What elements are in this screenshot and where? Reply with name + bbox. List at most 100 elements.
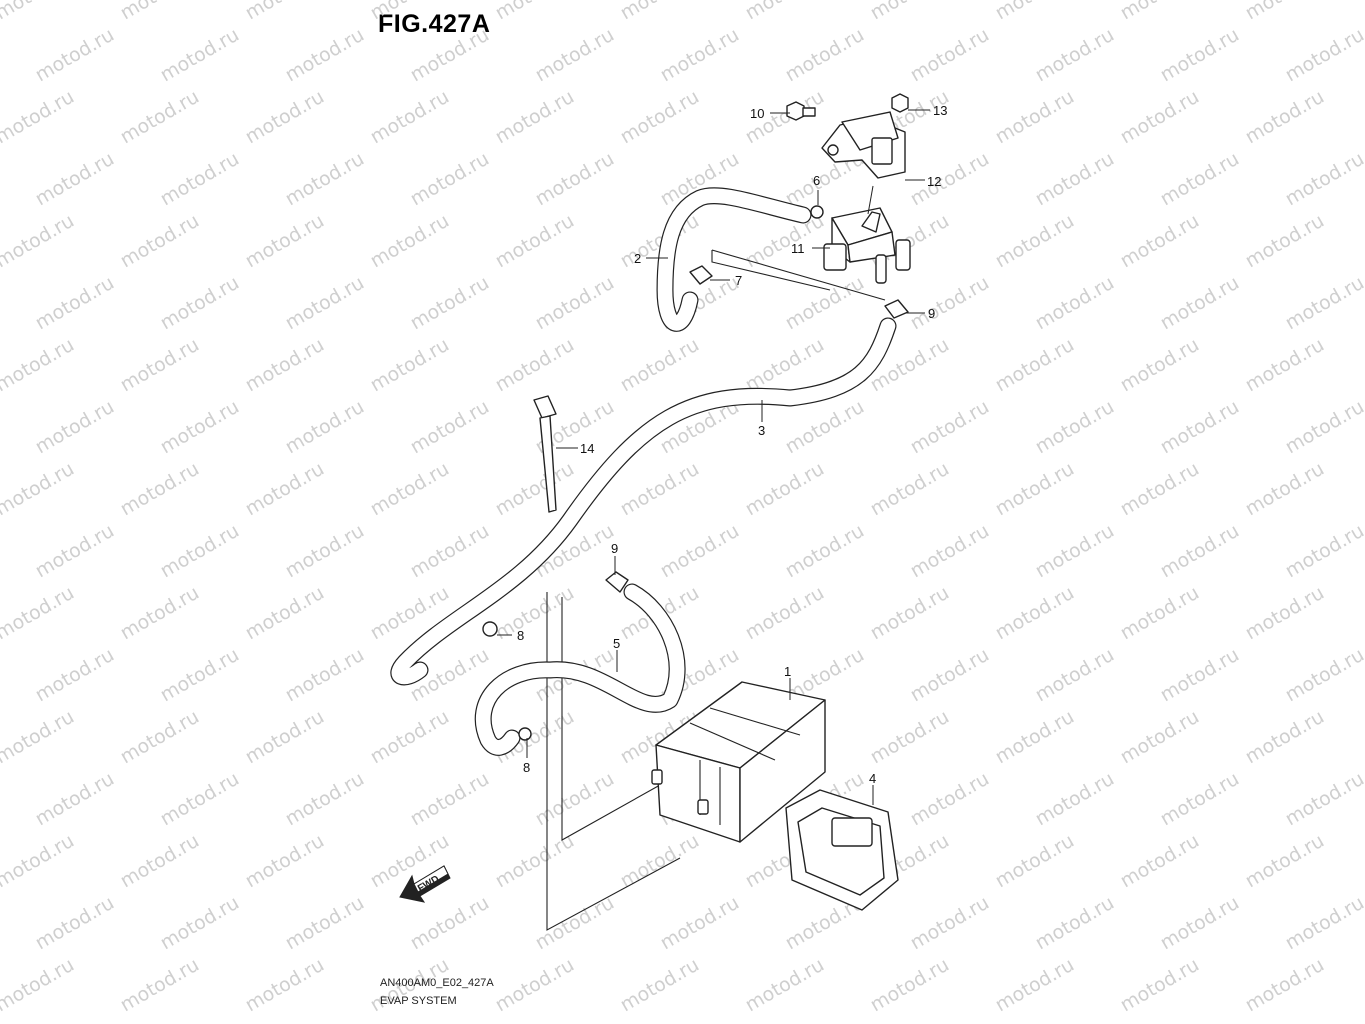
watermark-text: motod.ru	[992, 706, 1078, 769]
watermark-text: motod.ru	[1157, 892, 1243, 955]
watermark-text: motod.ru	[367, 0, 453, 24]
watermark-text: motod.ru	[1242, 830, 1328, 893]
watermark-text: motod.ru	[1117, 210, 1203, 273]
watermark-text: motod.ru	[742, 458, 828, 521]
watermark-text: motod.ru	[617, 830, 703, 893]
watermark-text: motod.ru	[492, 0, 578, 24]
watermark-text: motod.ru	[867, 582, 953, 645]
watermark-text: motod.ru	[0, 210, 78, 273]
leader-lines	[497, 109, 930, 805]
watermark-text: motod.ru	[367, 86, 453, 149]
watermark-text: motod.ru	[282, 892, 368, 955]
watermark-text: motod.ru	[32, 272, 118, 335]
callout-9-left: 9	[611, 541, 618, 556]
watermark-text: motod.ru	[1282, 892, 1365, 955]
watermark-text: motod.ru	[907, 892, 993, 955]
watermark-text: motod.ru	[242, 458, 328, 521]
watermark-text: motod.ru	[532, 272, 618, 335]
watermark-text: motod.ru	[157, 272, 243, 335]
watermark-text: motod.ru	[992, 0, 1078, 24]
watermark-text: motod.ru	[117, 86, 203, 149]
watermark-text: motod.ru	[1242, 954, 1328, 1017]
watermark-text: motod.ru	[1157, 768, 1243, 831]
watermark-text: motod.ru	[1242, 458, 1328, 521]
watermark-text: motod.ru	[1242, 334, 1328, 397]
watermark-text: motod.ru	[1032, 892, 1118, 955]
figure-title: FIG.427A	[378, 10, 491, 38]
fwd-label: FWD	[416, 874, 441, 895]
watermark-text: motod.ru	[867, 954, 953, 1017]
watermark-text: motod.ru	[492, 334, 578, 397]
watermark-text: motod.ru	[117, 210, 203, 273]
watermark-text: motod.ru	[1282, 148, 1365, 211]
watermark-text: motod.ru	[407, 520, 493, 583]
watermark-text: motod.ru	[1242, 582, 1328, 645]
watermark-text: motod.ru	[657, 24, 743, 87]
watermark-text: motod.ru	[282, 272, 368, 335]
callout-6: 6	[813, 173, 820, 188]
watermark-text: motod.ru	[1117, 334, 1203, 397]
canister-cover	[785, 789, 899, 911]
watermark-text: motod.ru	[242, 0, 328, 24]
watermark-text: motod.ru	[367, 210, 453, 273]
watermark-text: motod.ru	[1117, 86, 1203, 149]
watermark-text: motod.ru	[0, 830, 78, 893]
evap-canister	[651, 681, 826, 843]
watermark-text: motod.ru	[492, 210, 578, 273]
watermark-text: motod.ru	[367, 458, 453, 521]
callout-3: 3	[758, 423, 765, 438]
watermark-text: motod.ru	[242, 954, 328, 1017]
watermark-text: motod.ru	[657, 892, 743, 955]
watermark-text: motod.ru	[1032, 644, 1118, 707]
watermark-text: motod.ru	[532, 768, 618, 831]
watermark-text: motod.ru	[117, 830, 203, 893]
watermark-text: motod.ru	[282, 520, 368, 583]
watermark-text: motod.ru	[992, 954, 1078, 1017]
watermark-text: motod.ru	[1117, 954, 1203, 1017]
watermark-text: motod.ru	[1242, 86, 1328, 149]
callout-14: 14	[580, 441, 594, 456]
watermark-text: motod.ru	[0, 334, 78, 397]
watermark-text: motod.ru	[1157, 644, 1243, 707]
watermark-text: motod.ru	[1117, 458, 1203, 521]
watermark-text: motod.ru	[32, 768, 118, 831]
hose-3	[390, 317, 897, 686]
watermark-text: motod.ru	[1282, 644, 1365, 707]
callout-13: 13	[933, 103, 947, 118]
watermark-text: motod.ru	[32, 148, 118, 211]
watermark-text: motod.ru	[1282, 24, 1365, 87]
watermark-text: motod.ru	[867, 458, 953, 521]
watermark-text: motod.ru	[907, 148, 993, 211]
watermark-text: motod.ru	[117, 334, 203, 397]
figure-code: AN400AM0_E02_427A	[380, 977, 494, 989]
watermark-text: motod.ru	[1282, 396, 1365, 459]
watermark-text: motod.ru	[1117, 582, 1203, 645]
watermark-text: motod.ru	[492, 830, 578, 893]
watermark-text: motod.ru	[1282, 272, 1365, 335]
watermark-text: motod.ru	[1242, 0, 1328, 24]
watermark-text: motod.ru	[657, 520, 743, 583]
watermark-text: motod.ru	[867, 0, 953, 24]
watermark-text: motod.ru	[367, 334, 453, 397]
watermark-text: motod.ru	[117, 0, 203, 24]
callout-10: 10	[750, 106, 764, 121]
watermark-text: motod.ru	[617, 954, 703, 1017]
watermark-text: motod.ru	[742, 0, 828, 24]
watermark-text: motod.ru	[407, 148, 493, 211]
watermark-text: motod.ru	[282, 644, 368, 707]
watermark-text: motod.ru	[1032, 272, 1118, 335]
watermark-text: motod.ru	[157, 644, 243, 707]
watermark-text: motod.ru	[907, 520, 993, 583]
callout-4: 4	[869, 771, 876, 786]
callout-8-upper: 8	[517, 628, 524, 643]
watermark-text: motod.ru	[157, 396, 243, 459]
watermark-text: motod.ru	[992, 830, 1078, 893]
watermark-text: motod.ru	[992, 458, 1078, 521]
watermark-text: motod.ru	[157, 148, 243, 211]
watermark-text: motod.ru	[532, 148, 618, 211]
watermark-text: motod.ru	[907, 24, 993, 87]
watermark-text: motod.ru	[532, 892, 618, 955]
watermark-text: motod.ru	[32, 520, 118, 583]
watermark-text: motod.ru	[1032, 148, 1118, 211]
